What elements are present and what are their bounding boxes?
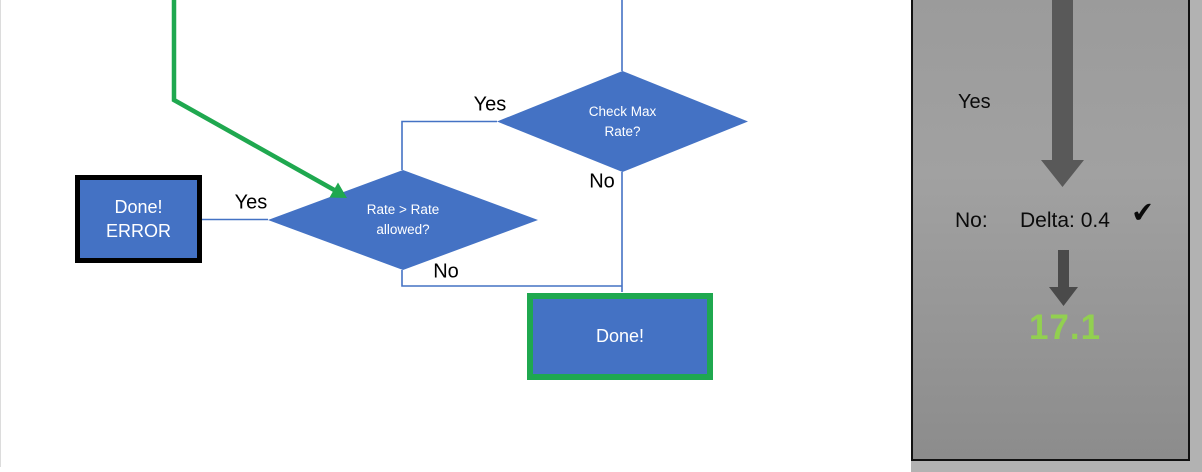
down-arrow-icon-small <box>1049 250 1078 306</box>
green-loop-arrowhead-icon <box>329 182 347 198</box>
decision-check-max-rate-label: Check Max Rate? <box>588 103 657 139</box>
rate-allowed-yes-label: Yes <box>234 191 268 214</box>
canvas-left-edge <box>0 0 1 467</box>
side-panel-surround: Yes No: Delta: 0.4 ✔ 17.1 <box>911 0 1202 472</box>
done-error-box: Done! ERROR <box>75 175 202 263</box>
done-error-label: Done! ERROR <box>105 196 171 241</box>
rate-allowed-no-label: No <box>433 260 459 283</box>
panel-result-value: 17.1 <box>1028 308 1102 347</box>
status-panel: Yes No: Delta: 0.4 ✔ 17.1 <box>911 0 1190 461</box>
decision-rate-allowed-label: Rate > Rate allowed? <box>366 202 440 237</box>
check-max-rate-no-label: No <box>589 170 615 193</box>
green-loop-arrow-line <box>171 0 338 193</box>
panel-yes-label: Yes <box>958 91 991 113</box>
check-icon: ✔ <box>1129 196 1156 229</box>
panel-arrows-layer <box>1041 0 1084 306</box>
done-label: Done! <box>595 326 645 347</box>
down-arrow-icon-large <box>1041 0 1084 187</box>
connector-check-yes-to-rate <box>401 120 497 170</box>
done-box: Done! <box>527 293 713 380</box>
connector-rate-no-to-done <box>401 270 622 287</box>
panel-no-label: No: <box>955 209 988 232</box>
check-max-rate-yes-label: Yes <box>473 93 507 116</box>
panel-delta-value: Delta: 0.4 <box>1020 209 1110 232</box>
